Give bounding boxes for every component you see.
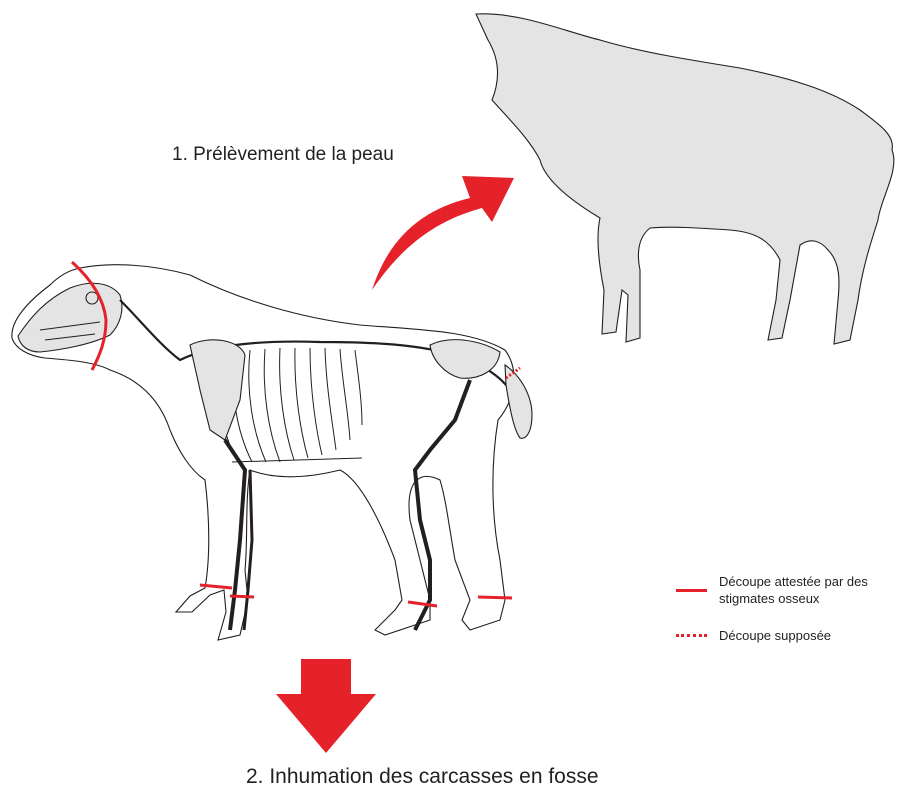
legend-label-attested: Découpe attestée par des stigmates osseu… xyxy=(719,573,868,607)
cut-mark-foreleg-right xyxy=(230,596,254,597)
solid-line-icon xyxy=(676,589,707,592)
cut-mark-hindleg-right xyxy=(478,597,512,598)
curved-arrow-icon xyxy=(372,176,514,290)
step-1-label: 1. Prélèvement de la peau xyxy=(172,144,394,166)
legend-item-supposed: Découpe supposée xyxy=(676,627,831,644)
dotted-line-icon xyxy=(676,634,707,637)
legend-item-attested: Découpe attestée par des stigmates osseu… xyxy=(676,573,868,607)
legend-label-supposed: Découpe supposée xyxy=(719,627,831,644)
sheep-skeleton-icon xyxy=(12,265,532,640)
step-2-label: 2. Inhumation des carcasses en fosse xyxy=(246,765,599,789)
sheep-hide-icon xyxy=(476,14,894,344)
down-arrow-icon xyxy=(276,659,376,753)
